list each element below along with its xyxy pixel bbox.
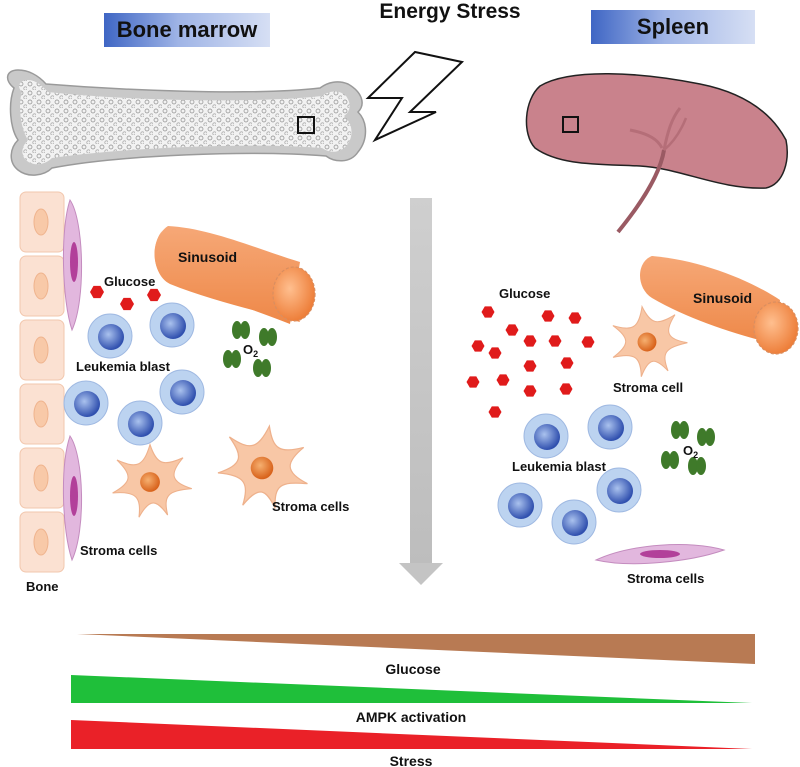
- spleen-header: Spleen: [591, 10, 755, 44]
- leukemia-blast-cell: [117, 400, 163, 446]
- glucose-molecule: [505, 324, 519, 336]
- leukemia-blast-cell: [497, 482, 543, 528]
- glucose-molecule: [488, 347, 502, 359]
- gradient-label-glucose: Glucose: [385, 661, 440, 677]
- down-arrow-icon: [399, 198, 443, 585]
- leukemia-blast-cell: [63, 380, 109, 426]
- o2-symbol: O: [243, 342, 253, 357]
- label-leukemia-blast-spleen: Leukemia blast: [512, 459, 607, 474]
- glucose-molecule: [560, 357, 574, 369]
- label-bone: Bone: [26, 579, 59, 594]
- oxygen-molecule: [697, 428, 715, 446]
- glucose-molecule: [541, 310, 555, 322]
- endothelial-cell-lower: [62, 434, 82, 562]
- oxygen-molecule: [223, 350, 241, 368]
- bone-cell: [19, 255, 65, 317]
- leukemia-blast-cell: [523, 413, 569, 459]
- leukemia-blast-cell: [87, 313, 133, 359]
- glucose-molecule: [147, 288, 161, 302]
- elongated-stroma-cell-spleen: [594, 544, 726, 565]
- label-stroma-cell-spleen: Stroma cell: [613, 380, 683, 395]
- leukemia-blast-cell: [587, 404, 633, 450]
- glucose-molecule: [523, 385, 537, 397]
- glucose-molecule: [466, 376, 480, 388]
- glucose-molecule: [523, 335, 537, 347]
- label-oxygen-spleen: O2: [683, 443, 698, 460]
- lightning-bolt-icon: [365, 50, 465, 143]
- bone-cell-column: [19, 191, 65, 573]
- glucose-molecule: [471, 340, 485, 352]
- o2-subscript: 2: [253, 349, 258, 359]
- sinusoid-spleen: [640, 256, 799, 355]
- glucose-molecule: [548, 335, 562, 347]
- label-glucose-spleen: Glucose: [499, 286, 550, 301]
- bone-marrow-header: Bone marrow: [104, 13, 270, 47]
- leukemia-blast-cell: [551, 499, 597, 545]
- stroma-cell-spleen: [612, 304, 688, 377]
- bone-illustration: [6, 69, 367, 176]
- figure-title: Energy Stress: [379, 0, 521, 23]
- leukemia-blasts-spleen: [497, 404, 642, 545]
- label-glucose-bm: Glucose: [104, 274, 155, 289]
- oxygen-molecule: [671, 421, 689, 439]
- glucose-cluster-spleen: [466, 306, 595, 418]
- oxygen-molecule: [232, 321, 250, 339]
- leukemia-blast-cell: [596, 467, 642, 513]
- glucose-molecule: [488, 406, 502, 418]
- stroma-cell: [612, 304, 688, 377]
- oxygen-molecule: [661, 451, 679, 469]
- glucose-molecule: [581, 336, 595, 348]
- stroma-cells-bone-marrow: [112, 424, 308, 518]
- bone-cell: [19, 319, 65, 381]
- label-sinusoid-bm: Sinusoid: [178, 249, 237, 265]
- bone-cell: [19, 511, 65, 573]
- o2-symbol: O: [683, 443, 693, 458]
- leukemia-blast-cell: [149, 302, 195, 348]
- bone-cell: [19, 383, 65, 445]
- oxygen-cluster-spleen: [661, 421, 715, 475]
- gradient-ampk: AMPK activation: [71, 675, 752, 725]
- oxygen-molecule: [259, 328, 277, 346]
- oxygen-cluster-bone-marrow: [223, 321, 277, 377]
- glucose-molecule: [90, 285, 104, 299]
- stroma-cell: [112, 442, 192, 518]
- label-oxygen-bm: O2: [243, 342, 258, 359]
- oxygen-molecule: [253, 359, 271, 377]
- sinusoid-bone-marrow: [154, 226, 316, 324]
- gradient-label-stress: Stress: [390, 753, 433, 767]
- leukemia-blasts-bone-marrow: [63, 302, 205, 446]
- gradient-label-ampk: AMPK activation: [356, 709, 466, 725]
- label-leukemia-blast-bm: Leukemia blast: [76, 359, 171, 374]
- spleen-illustration: [525, 73, 788, 234]
- label-stroma-cells-bm-right: Stroma cells: [272, 499, 349, 514]
- label-stroma-cells-bm-left: Stroma cells: [80, 543, 157, 558]
- stroma-cell: [217, 424, 308, 509]
- o2-subscript: 2: [693, 450, 698, 460]
- glucose-molecule: [523, 360, 537, 372]
- label-sinusoid-spleen: Sinusoid: [693, 290, 752, 306]
- bone-cell: [19, 447, 65, 509]
- leukemia-blast-cell: [159, 369, 205, 415]
- glucose-molecule: [481, 306, 495, 318]
- glucose-molecule: [559, 383, 573, 395]
- gradient-stress: Stress: [71, 720, 752, 767]
- label-stroma-cells-spleen: Stroma cells: [627, 571, 704, 586]
- glucose-molecule: [120, 297, 134, 311]
- endothelial-cell-upper: [62, 198, 82, 332]
- glucose-molecule: [496, 374, 510, 386]
- glucose-molecule: [568, 312, 582, 324]
- bone-cell: [19, 191, 65, 253]
- gradient-glucose: Glucose: [77, 634, 755, 677]
- glucose-cluster-bone-marrow: [90, 285, 161, 311]
- oxygen-molecule: [688, 457, 706, 475]
